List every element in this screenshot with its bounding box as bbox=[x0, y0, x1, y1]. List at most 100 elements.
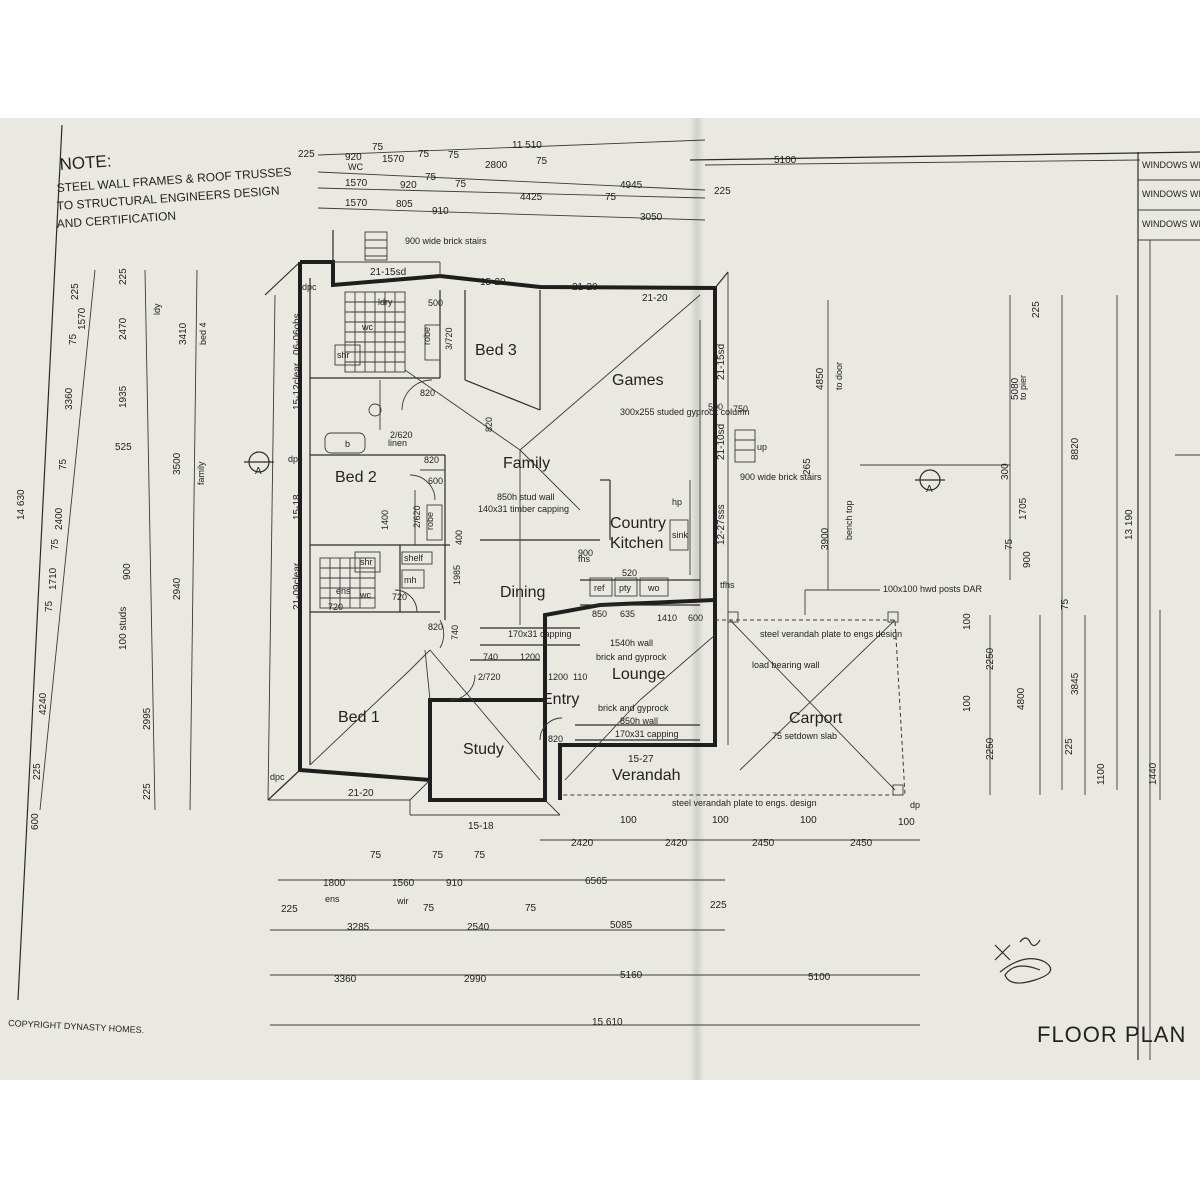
svg-text:2540: 2540 bbox=[467, 922, 490, 933]
svg-text:2940: 2940 bbox=[172, 577, 183, 600]
svg-text:2/720: 2/720 bbox=[478, 672, 501, 682]
svg-text:21-20: 21-20 bbox=[572, 282, 598, 293]
right-dimensions: 225 5080 300 1705 75 900 75 2250 100 225… bbox=[802, 295, 1161, 800]
blueprint-photo bbox=[0, 118, 1200, 1080]
svg-text:1710: 1710 bbox=[48, 567, 59, 590]
svg-text:500: 500 bbox=[708, 402, 723, 412]
svg-text:dp: dp bbox=[910, 800, 920, 810]
house-walls bbox=[264, 230, 729, 816]
svg-text:tfhs: tfhs bbox=[720, 580, 735, 590]
room-dining: Dining bbox=[500, 584, 545, 601]
svg-text:3500: 3500 bbox=[172, 452, 183, 475]
note-block: NOTE: STEEL WALL FRAMES & ROOF TRUSSES T… bbox=[56, 151, 292, 231]
svg-text:steel verandah plate to engs d: steel verandah plate to engs design bbox=[760, 629, 902, 639]
svg-text:21-15sd: 21-15sd bbox=[370, 267, 406, 278]
sheet-border-left bbox=[17, 124, 63, 1001]
svg-text:15-12clear: 15-12clear bbox=[292, 362, 303, 410]
note-column: 300x255 studed gyprock column bbox=[620, 407, 750, 417]
svg-text:225: 225 bbox=[32, 763, 43, 780]
room-bed1: Bed 1 bbox=[338, 709, 380, 726]
svg-text:300: 300 bbox=[1000, 463, 1011, 480]
svg-text:21-10sd: 21-10sd bbox=[716, 424, 727, 460]
svg-text:225: 225 bbox=[1031, 301, 1042, 318]
svg-text:100: 100 bbox=[898, 817, 915, 828]
svg-text:1410: 1410 bbox=[657, 613, 677, 623]
svg-text:bed 4: bed 4 bbox=[198, 322, 208, 345]
svg-text:ldy: ldy bbox=[152, 303, 162, 315]
svg-text:525: 525 bbox=[115, 442, 132, 453]
svg-text:robe: robe bbox=[422, 327, 432, 345]
svg-text:15-27: 15-27 bbox=[628, 754, 654, 765]
svg-text:520: 520 bbox=[622, 568, 637, 578]
svg-text:dpc: dpc bbox=[288, 454, 303, 464]
carport-outline bbox=[560, 619, 906, 796]
svg-text:100: 100 bbox=[712, 815, 729, 826]
sheet-title: FLOOR PLAN bbox=[1037, 1022, 1186, 1047]
room-entry: Entry bbox=[542, 691, 579, 708]
svg-text:850: 850 bbox=[592, 609, 607, 619]
signature: X bbox=[994, 937, 1052, 984]
svg-text:21-20: 21-20 bbox=[642, 293, 668, 304]
svg-text:4800: 4800 bbox=[1016, 687, 1027, 710]
svg-text:to pier: to pier bbox=[1018, 375, 1028, 400]
svg-text:1540h wall: 1540h wall bbox=[610, 638, 653, 648]
svg-text:4425: 4425 bbox=[520, 192, 543, 203]
copyright-text: COPYRIGHT DYNASTY HOMES. bbox=[8, 1018, 145, 1035]
svg-text:robe: robe bbox=[425, 512, 435, 530]
svg-text:1100: 1100 bbox=[1096, 763, 1107, 785]
title-row-2: WINDOWS WITH SQUARE SET bbox=[1142, 189, 1200, 199]
room-carport: Carport bbox=[789, 710, 843, 727]
svg-text:2995: 2995 bbox=[142, 707, 153, 730]
svg-text:75: 75 bbox=[1004, 538, 1015, 550]
svg-text:75: 75 bbox=[418, 149, 430, 160]
section-markers: A A bbox=[244, 451, 1010, 495]
svg-text:ens: ens bbox=[336, 586, 351, 596]
svg-text:100x100 hwd posts DAR: 100x100 hwd posts DAR bbox=[883, 584, 983, 594]
svg-text:4945: 4945 bbox=[620, 180, 643, 191]
room-bed2: Bed 2 bbox=[335, 469, 377, 486]
svg-text:15 610: 15 610 bbox=[592, 1017, 623, 1028]
svg-text:3360: 3360 bbox=[64, 387, 75, 410]
svg-text:75: 75 bbox=[432, 850, 444, 861]
svg-text:225: 225 bbox=[70, 283, 81, 300]
svg-text:15-18: 15-18 bbox=[468, 821, 494, 832]
svg-text:1800: 1800 bbox=[323, 878, 346, 889]
svg-text:2250: 2250 bbox=[985, 647, 996, 670]
svg-text:bench top: bench top bbox=[844, 500, 854, 540]
svg-text:1570: 1570 bbox=[77, 307, 88, 330]
svg-text:225: 225 bbox=[281, 904, 298, 915]
svg-text:ldry: ldry bbox=[378, 297, 393, 307]
svg-text:500: 500 bbox=[428, 298, 443, 308]
svg-text:5160: 5160 bbox=[620, 970, 643, 981]
svg-text:15-18: 15-18 bbox=[292, 494, 303, 520]
svg-text:170x31 capping: 170x31 capping bbox=[508, 629, 572, 639]
svg-text:75: 75 bbox=[58, 458, 69, 470]
svg-text:850h stud wall: 850h stud wall bbox=[497, 492, 555, 502]
svg-text:ref: ref bbox=[594, 583, 605, 593]
svg-text:3845: 3845 bbox=[1070, 672, 1081, 695]
svg-text:900: 900 bbox=[578, 548, 593, 558]
svg-text:dpc: dpc bbox=[270, 772, 285, 782]
svg-text:steel verandah plate to engs.: steel verandah plate to engs. design bbox=[672, 798, 817, 808]
svg-text:170x31 capping: 170x31 capping bbox=[615, 729, 679, 739]
svg-text:load bearing wall: load bearing wall bbox=[752, 660, 820, 670]
svg-text:2450: 2450 bbox=[850, 838, 873, 849]
svg-text:sink: sink bbox=[672, 530, 689, 540]
svg-text:75: 75 bbox=[425, 172, 437, 183]
internal-dims: 500 3/720 820 2/620 820 600 1400 2/620 7… bbox=[328, 298, 748, 744]
svg-text:820: 820 bbox=[424, 455, 439, 465]
svg-text:2470: 2470 bbox=[118, 317, 129, 340]
note-line-3: AND CERTIFICATION bbox=[56, 209, 176, 231]
svg-text:225: 225 bbox=[714, 186, 731, 197]
room-verandah: Verandah bbox=[612, 767, 681, 784]
title-row-3: WINDOWS WITH SQUARE SET bbox=[1142, 219, 1200, 229]
svg-text:1570: 1570 bbox=[345, 198, 368, 209]
svg-text:2420: 2420 bbox=[665, 838, 688, 849]
svg-text:b: b bbox=[345, 439, 350, 449]
svg-text:910: 910 bbox=[432, 206, 449, 217]
carport bbox=[560, 611, 906, 796]
svg-text:910: 910 bbox=[446, 878, 463, 889]
svg-text:820: 820 bbox=[484, 417, 494, 432]
svg-text:ens: ens bbox=[325, 894, 340, 904]
room-games: Games bbox=[612, 372, 664, 389]
